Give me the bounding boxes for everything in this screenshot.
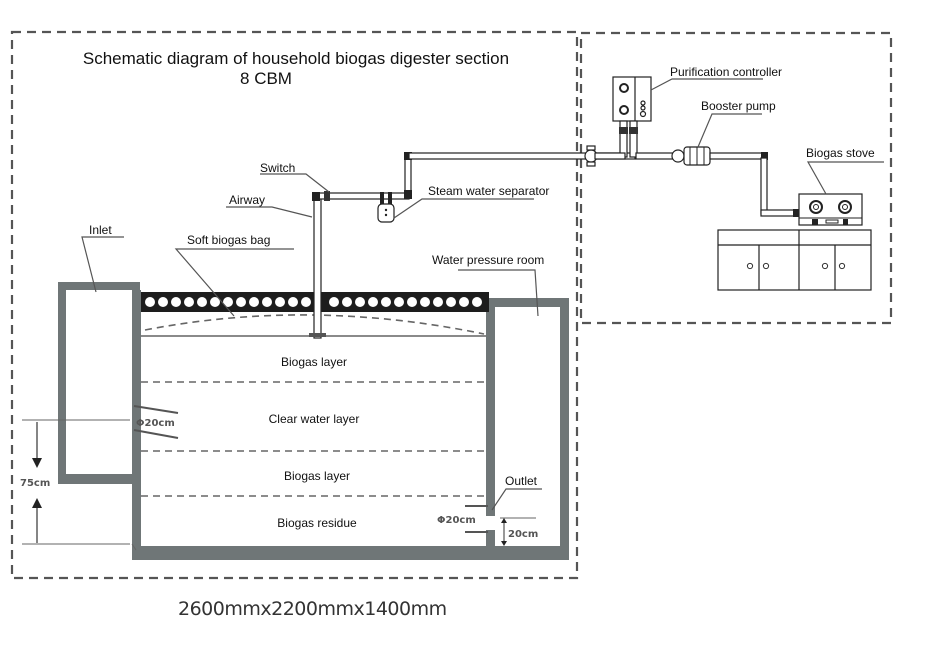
steam-water-separator-label: Steam water separator bbox=[428, 184, 549, 198]
diagram-title: Schematic diagram of household biogas di… bbox=[83, 49, 509, 68]
airway-leader bbox=[226, 206, 313, 218]
biogas-stove bbox=[798, 193, 863, 226]
bag-cell bbox=[158, 297, 168, 307]
layer-label: Biogas residue bbox=[277, 516, 357, 530]
pipe-junction bbox=[584, 145, 598, 167]
outlet-height-label: 20cm bbox=[508, 529, 538, 540]
soft-biogas-bag-leader bbox=[174, 248, 294, 317]
inlet-diameter-label: Φ20cm bbox=[136, 418, 175, 429]
bag-cell bbox=[420, 297, 430, 307]
bag-cell bbox=[171, 297, 181, 307]
layer-label: Biogas layer bbox=[281, 355, 347, 369]
water-pressure-room-label: Water pressure room bbox=[432, 253, 544, 267]
bag-cell bbox=[145, 297, 155, 307]
biogas-stove-leader bbox=[806, 161, 884, 195]
bag-cell bbox=[288, 297, 298, 307]
bag-cell bbox=[301, 297, 311, 307]
inlet-height-label: 75cm bbox=[20, 478, 50, 489]
outlet-leader bbox=[491, 488, 542, 511]
inlet-chamber bbox=[58, 282, 140, 484]
bag-cell bbox=[184, 297, 194, 307]
soft-biogas-bag-label: Soft biogas bag bbox=[187, 233, 270, 247]
bag-cell bbox=[368, 297, 378, 307]
soft-biogas-bag bbox=[141, 292, 489, 312]
bag-cell bbox=[433, 297, 443, 307]
booster-pump bbox=[635, 146, 802, 217]
inlet-leader bbox=[81, 236, 124, 293]
digester-tank bbox=[132, 290, 569, 560]
bag-cell bbox=[342, 297, 352, 307]
overall-size-label: 2600mmx2200mmx1400mm bbox=[178, 598, 447, 620]
bag-cell bbox=[329, 297, 339, 307]
switch-leader bbox=[260, 173, 330, 193]
bag-cell bbox=[381, 297, 391, 307]
inlet-height-dimension bbox=[22, 419, 137, 551]
bag-cell bbox=[355, 297, 365, 307]
bag-cell bbox=[407, 297, 417, 307]
biogas-stove-label: Biogas stove bbox=[806, 146, 875, 160]
bag-cell bbox=[275, 297, 285, 307]
bag-cell bbox=[197, 297, 207, 307]
inlet-label: Inlet bbox=[89, 223, 112, 237]
layer-label: Biogas layer bbox=[284, 469, 350, 483]
bag-cell bbox=[262, 297, 272, 307]
bag-cell bbox=[210, 297, 220, 307]
kitchen-section-frame bbox=[579, 31, 893, 325]
purification-controller-label: Purification controller bbox=[670, 65, 782, 79]
diagram-subtitle: 8 CBM bbox=[240, 69, 292, 88]
bag-cell bbox=[394, 297, 404, 307]
kitchen-cabinet bbox=[717, 229, 872, 291]
bag-cell bbox=[249, 297, 259, 307]
bag-cell bbox=[223, 297, 233, 307]
airway-label: Airway bbox=[229, 193, 265, 207]
outlet-label: Outlet bbox=[505, 474, 538, 488]
booster-pump-label: Booster pump bbox=[701, 99, 776, 113]
bag-cell bbox=[472, 297, 482, 307]
layer-label: Clear water layer bbox=[269, 412, 360, 426]
steam-water-separator-leader bbox=[393, 198, 534, 219]
steam-water-separator bbox=[377, 192, 395, 223]
bag-cell bbox=[446, 297, 456, 307]
bag-cell bbox=[236, 297, 246, 307]
booster-pump-leader bbox=[697, 113, 762, 148]
water-pressure-room-leader bbox=[458, 269, 539, 317]
outlet-pipe bbox=[465, 505, 536, 546]
outlet-diameter-label: Φ20cm bbox=[437, 515, 476, 526]
switch-label: Switch bbox=[260, 161, 295, 175]
bag-curve bbox=[144, 314, 485, 335]
inlet-pipe bbox=[133, 405, 179, 439]
bag-cell bbox=[459, 297, 469, 307]
purification-controller bbox=[594, 76, 652, 160]
purification-controller-leader bbox=[650, 78, 763, 91]
switch-valve bbox=[324, 191, 330, 201]
